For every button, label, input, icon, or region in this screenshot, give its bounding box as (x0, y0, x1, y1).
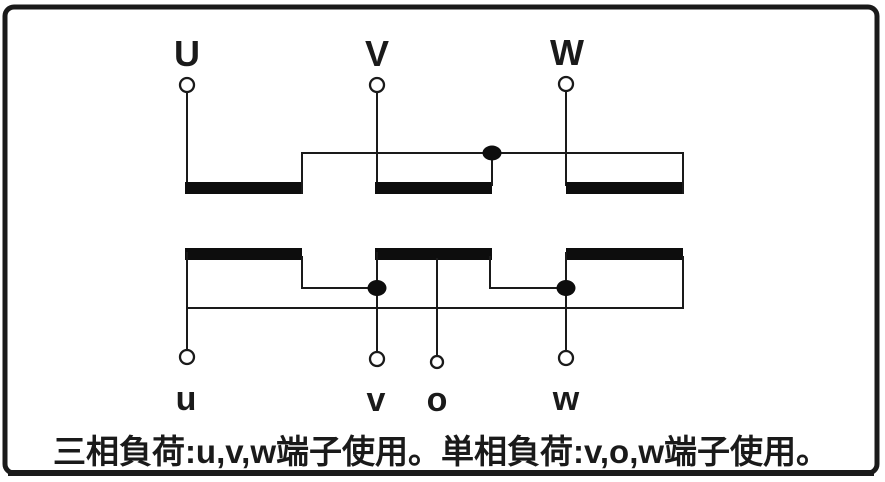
secondary-terminal-label-v: v (367, 381, 386, 419)
secondary-terminal-label-w: w (552, 380, 580, 418)
secondary-return-bus (187, 256, 684, 309)
secondary-winding-2 (375, 248, 492, 260)
primary-terminal-label-W: W (550, 32, 584, 73)
secondary-junction-dot-v (367, 280, 387, 296)
secondary-winding-1 (185, 248, 302, 260)
secondary-winding-3 (566, 248, 683, 260)
primary-winding-3 (566, 182, 683, 194)
secondary-junction-dot-w (556, 280, 576, 296)
primary-terminal-circle-W (557, 75, 575, 93)
secondary-terminal-label-u: u (176, 380, 197, 418)
secondary-terminal-circle-w (557, 349, 575, 367)
primary-winding-1 (185, 182, 302, 194)
secondary-terminal-circle-v (368, 350, 386, 368)
secondary-terminal-circle-u (178, 348, 196, 366)
secondary-terminal-circle-o (429, 354, 445, 370)
primary-terminal-label-V: V (365, 33, 389, 74)
caption-text: 三相負荷:u,v,w端子使用。単相負荷:v,o,w端子使用。 (53, 433, 829, 470)
primary-terminal-circle-U (178, 76, 196, 94)
secondary-link-vw (489, 256, 566, 289)
primary-terminal-label-U: U (174, 33, 200, 74)
secondary-link-uv (301, 256, 377, 289)
secondary-terminal-label-o: o (427, 381, 448, 419)
primary-junction-dot (482, 145, 502, 161)
primary-winding-2 (375, 182, 492, 194)
primary-terminal-circle-V (368, 76, 386, 94)
